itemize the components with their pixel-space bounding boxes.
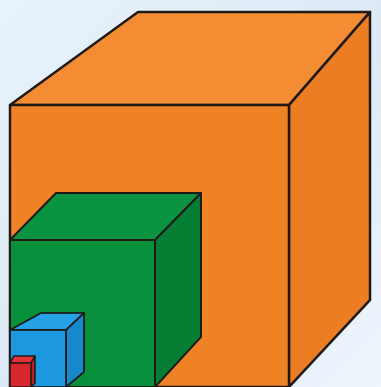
red-cube-front-face: [10, 363, 31, 387]
red-cube: [10, 356, 35, 387]
